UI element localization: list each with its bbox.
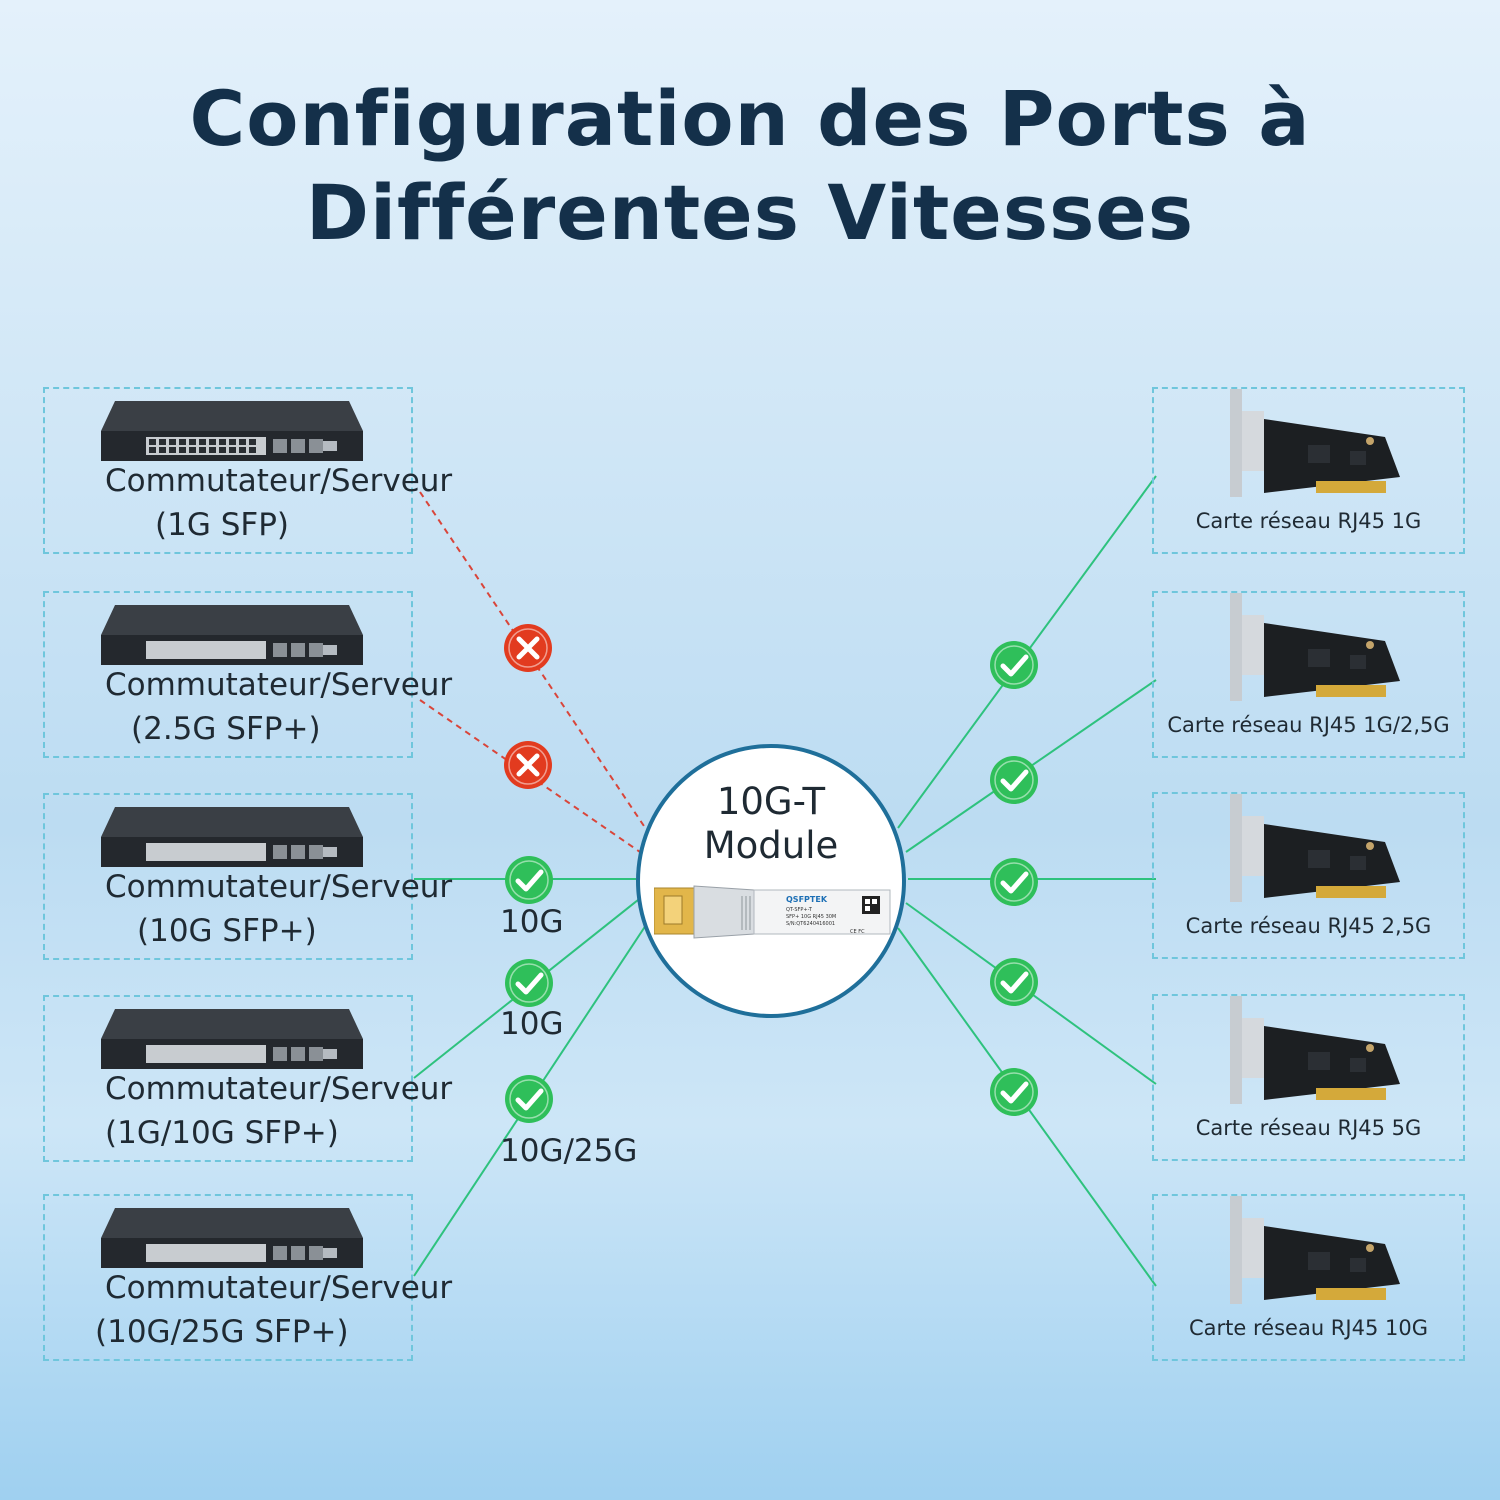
network-card: Carte réseau RJ45 2,5G: [1152, 792, 1465, 959]
module-desc: SFP+ 10G RJ45 30M: [786, 914, 836, 920]
check-circle-icon: [990, 958, 1038, 1006]
switch-card: Commutateur/Serveur (1G/10G SFP+): [43, 995, 452, 1162]
module-title: 10G-T Module: [640, 780, 902, 868]
switch-spec: (2.5G SFP+): [131, 711, 321, 747]
module-model: QT-SFP+-T: [786, 907, 813, 913]
check-circle-icon: [505, 1075, 553, 1123]
network-card-label: Carte réseau RJ45 1G: [1195, 509, 1422, 533]
speed-label: 10G/25G: [500, 1133, 638, 1169]
network-card: Carte réseau RJ45 5G: [1152, 994, 1465, 1161]
x-circle-icon: [504, 741, 552, 789]
switch-spec: (10G/25G SFP+): [95, 1314, 349, 1350]
network-card-icon: [1230, 1196, 1400, 1304]
switch-name: Commutateur/Serveur: [105, 1270, 453, 1306]
check-circle-icon: [990, 1068, 1038, 1116]
network-card-label: Carte réseau RJ45 10G: [1189, 1316, 1428, 1340]
network-card-icon: [1230, 996, 1400, 1104]
page-title: Configuration des Ports à Différentes Vi…: [0, 72, 1500, 260]
network-card-icon: [1230, 593, 1400, 701]
module-serial: S/N:QT6240416001: [786, 921, 835, 927]
switch-card: Commutateur/Serveur (10G/25G SFP+): [43, 1194, 452, 1361]
speed-label: 10G: [500, 904, 564, 940]
switch-spec: (1G SFP): [155, 507, 289, 543]
switch-icon: [101, 605, 363, 665]
check-circle-icon: [990, 756, 1038, 804]
network-card-label: Carte réseau RJ45 2,5G: [1185, 914, 1432, 938]
switch-name: Commutateur/Serveur: [105, 869, 453, 905]
module-brand: QSFPTEK: [786, 895, 828, 904]
line-switch-1: [419, 491, 649, 833]
switch-icon: [101, 807, 363, 867]
x-circle-icon: [504, 624, 552, 672]
switch-name: Commutateur/Serveur: [105, 463, 453, 499]
check-circle-icon: [990, 641, 1038, 689]
module-title-line-2: Module: [703, 824, 839, 867]
switch-name: Commutateur/Serveur: [105, 1071, 453, 1107]
network-card-icon: [1230, 389, 1400, 497]
network-card-label: Carte réseau RJ45 5G: [1195, 1116, 1422, 1140]
network-card: Carte réseau RJ45 1G/2,5G: [1152, 591, 1465, 758]
network-card-icon: [1230, 794, 1400, 902]
switch-name: Commutateur/Serveur: [105, 667, 453, 703]
network-card: Carte réseau RJ45 10G: [1152, 1194, 1465, 1361]
check-circle-icon: [505, 856, 553, 904]
network-card-label: Carte réseau RJ45 1G/2,5G: [1167, 713, 1450, 737]
switch-icon: [101, 401, 363, 461]
switch-spec: (1G/10G SFP+): [105, 1115, 339, 1151]
switch-card: Commutateur/Serveur (2.5G SFP+): [43, 591, 452, 758]
module-title-line-1: 10G-T: [716, 780, 826, 823]
switch-spec: (10G SFP+): [137, 913, 317, 949]
sfp-module-image: QSFPTEK QT-SFP+-T SFP+ 10G RJ45 30M S/N:…: [654, 885, 891, 939]
check-circle-icon: [505, 959, 553, 1007]
qr-code-icon: [862, 896, 880, 914]
switch-icon: [101, 1208, 363, 1268]
switch-card: Commutateur/Serveur (1G SFP): [43, 387, 452, 554]
module-cert: CE FC: [850, 929, 865, 935]
speed-label: 10G: [500, 1006, 564, 1042]
switch-icon: [101, 1009, 363, 1069]
switch-card: Commutateur/Serveur (10G SFP+): [43, 793, 452, 960]
title-line-1: Configuration des Ports à: [189, 74, 1311, 163]
title-line-2: Différentes Vitesses: [305, 168, 1195, 257]
network-card: Carte réseau RJ45 1G: [1152, 387, 1465, 554]
check-circle-icon: [990, 858, 1038, 906]
module-hub: 10G-T Module QSFPTEK QT-SFP+-T SFP+ 10G …: [636, 744, 906, 1018]
